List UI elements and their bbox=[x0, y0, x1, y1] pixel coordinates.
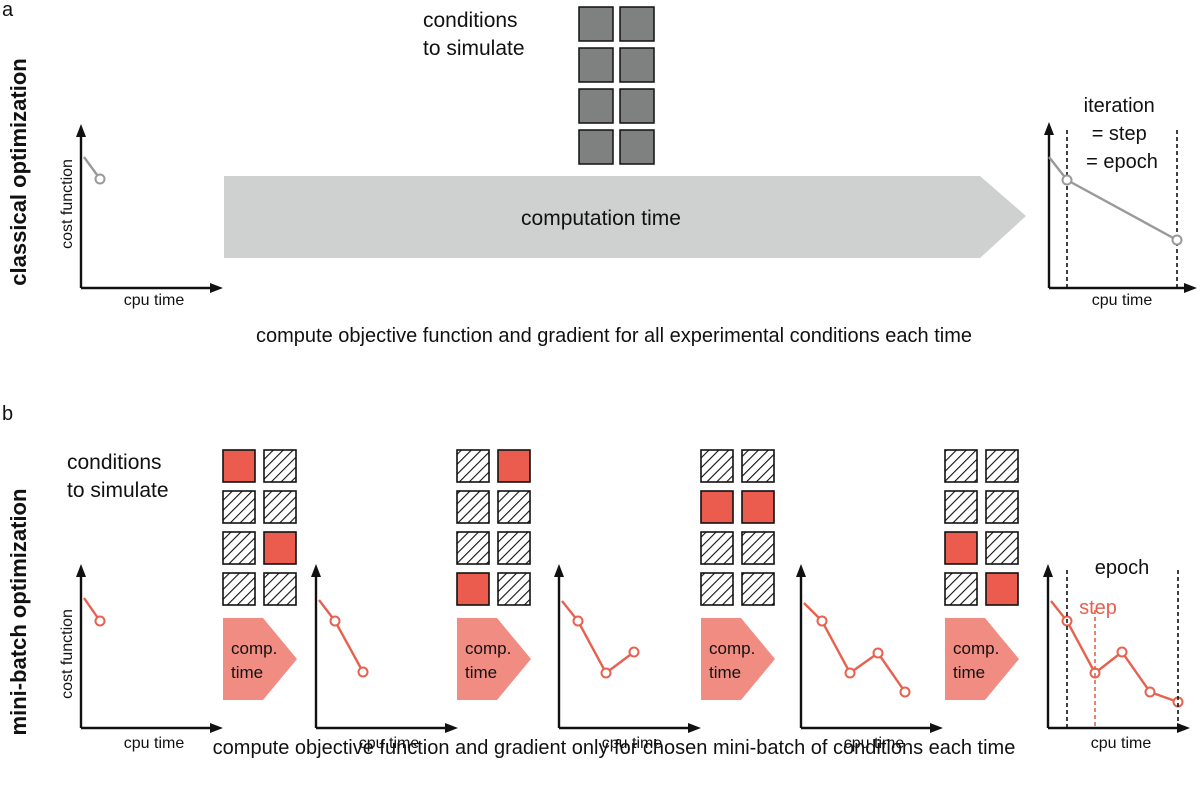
unselected-condition-square bbox=[263, 490, 297, 524]
cpu-time-label: cpu time bbox=[602, 735, 663, 752]
panel-b-ylabel: cost function bbox=[59, 609, 76, 699]
selected-condition-square bbox=[944, 531, 978, 565]
condition-square bbox=[578, 129, 614, 165]
comp-time-label: comp.time bbox=[465, 639, 511, 682]
selected-condition-square bbox=[741, 490, 775, 524]
unselected-condition-square bbox=[741, 449, 775, 483]
comp-time-arrow bbox=[223, 618, 297, 700]
panel-b-axis-labels: cpu time cpu time cpu time cpu time cpu time… bbox=[59, 609, 1151, 752]
cost-point bbox=[1144, 686, 1156, 698]
cost-point bbox=[329, 615, 341, 627]
comp-time-arrow bbox=[701, 618, 775, 700]
cost-point bbox=[816, 615, 828, 627]
selected-condition-square bbox=[222, 449, 256, 483]
condition-square bbox=[619, 88, 655, 124]
panel-b-letter: b bbox=[2, 403, 13, 425]
cost-point bbox=[572, 615, 584, 627]
comp-time-label: comp.time bbox=[953, 639, 999, 682]
unselected-condition-square bbox=[456, 531, 490, 565]
cost-curve bbox=[318, 599, 365, 673]
panel-a-left-axes bbox=[76, 124, 223, 293]
panel-a-side-label: classical optimization bbox=[6, 58, 31, 285]
cpu-time-label: cpu time bbox=[359, 735, 420, 752]
panel-a-caption: compute objective function and gradient … bbox=[256, 325, 972, 347]
panel-a-right-xlabel: cpu time bbox=[1092, 292, 1153, 309]
unselected-condition-square bbox=[741, 572, 775, 606]
epoch-plot bbox=[1066, 570, 1179, 728]
panel-b-condition-grids bbox=[222, 449, 1019, 606]
panel-a-condition-grid bbox=[578, 6, 655, 165]
cost-point bbox=[1116, 646, 1128, 658]
unselected-condition-square bbox=[985, 449, 1019, 483]
cost-point bbox=[899, 686, 911, 698]
unselected-condition-square bbox=[263, 449, 297, 483]
conditions-line-2: to simulate bbox=[423, 37, 525, 60]
panel-b-conditions-label: conditions to simulate bbox=[67, 451, 169, 502]
unselected-condition-square bbox=[985, 531, 1019, 565]
condition-square bbox=[619, 47, 655, 83]
unselected-condition-square bbox=[456, 449, 490, 483]
unselected-condition-square bbox=[985, 490, 1019, 524]
comp-time-label: comp.time bbox=[709, 639, 755, 682]
unselected-condition-square bbox=[222, 490, 256, 524]
panel-b-side-label: mini-batch optimization bbox=[6, 489, 31, 736]
iteration-label: iteration = step = epoch bbox=[1084, 95, 1161, 173]
condition-square bbox=[578, 88, 614, 124]
unselected-condition-square bbox=[456, 490, 490, 524]
unselected-condition-square bbox=[497, 531, 531, 565]
condition-square bbox=[578, 47, 614, 83]
panel-b-axes bbox=[76, 564, 1190, 733]
condition-square bbox=[619, 6, 655, 42]
selected-condition-square bbox=[497, 449, 531, 483]
cost-point bbox=[872, 647, 884, 659]
unselected-condition-square bbox=[497, 572, 531, 606]
panel-a-right-axes bbox=[1044, 122, 1197, 293]
unselected-condition-square bbox=[741, 531, 775, 565]
unselected-condition-square bbox=[700, 572, 734, 606]
panel-b-caption: compute objective function and gradient … bbox=[213, 737, 1016, 759]
panel-a-letter: a bbox=[2, 0, 14, 21]
condition-square bbox=[578, 6, 614, 42]
condition-square bbox=[619, 129, 655, 165]
cpu-time-label: cpu time bbox=[844, 735, 905, 752]
cpu-time-label: cpu time bbox=[1091, 735, 1152, 752]
computation-time-arrow bbox=[224, 176, 1026, 258]
unselected-condition-square bbox=[222, 572, 256, 606]
cost-point bbox=[628, 646, 640, 658]
panel-a-conditions-label: conditions to simulate bbox=[423, 9, 525, 60]
cost-point bbox=[94, 173, 106, 185]
unselected-condition-square bbox=[944, 449, 978, 483]
conditions-line-1: conditions bbox=[423, 9, 518, 32]
cost-point bbox=[844, 667, 856, 679]
epoch-label: epoch bbox=[1095, 557, 1150, 579]
comp-time-arrows: comp.time comp.time comp.time comp.time bbox=[223, 618, 1019, 700]
unselected-condition-square bbox=[944, 490, 978, 524]
selected-condition-square bbox=[263, 531, 297, 565]
cpu-time-label: cpu time bbox=[124, 735, 185, 752]
selected-condition-square bbox=[456, 572, 490, 606]
unselected-condition-square bbox=[497, 490, 531, 524]
cost-curve bbox=[561, 600, 635, 675]
panel-a-left-ylabel: cost function bbox=[59, 159, 76, 249]
comp-time-arrow bbox=[457, 618, 531, 700]
selected-condition-square bbox=[985, 572, 1019, 606]
unselected-condition-square bbox=[700, 449, 734, 483]
unselected-condition-square bbox=[263, 572, 297, 606]
comp-time-arrow bbox=[945, 618, 1019, 700]
unselected-condition-square bbox=[944, 572, 978, 606]
comp-time-label: comp.time bbox=[231, 639, 277, 682]
cost-point bbox=[94, 615, 106, 627]
step-label: step bbox=[1079, 597, 1117, 619]
selected-condition-square bbox=[700, 490, 734, 524]
cost-point bbox=[357, 666, 369, 678]
cost-point bbox=[600, 667, 612, 679]
computation-time-label: computation time bbox=[521, 207, 681, 230]
unselected-condition-square bbox=[700, 531, 734, 565]
panel-a-left-xlabel: cpu time bbox=[124, 292, 185, 309]
unselected-condition-square bbox=[222, 531, 256, 565]
